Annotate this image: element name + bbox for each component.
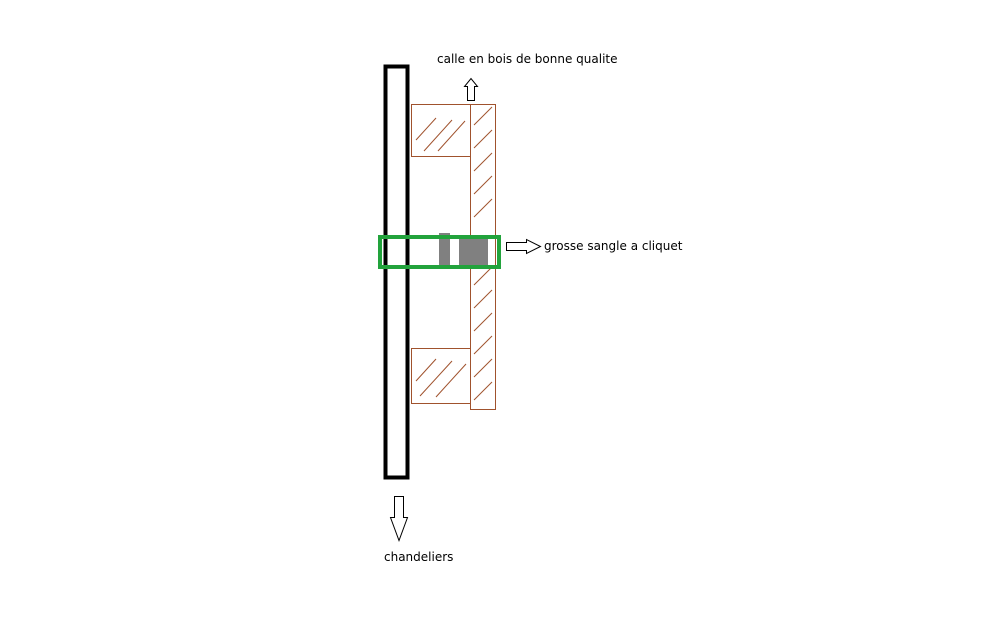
stanchion-post — [383, 64, 410, 480]
ratchet-buckle-small — [439, 233, 450, 267]
arrow-up-icon — [463, 77, 479, 101]
wood-wedge-top — [411, 104, 471, 157]
ratchet-strap — [378, 235, 501, 269]
arrow-down-icon — [389, 496, 409, 542]
wood-board-hatching — [473, 106, 493, 401]
wood-wedge-bottom-hatching — [415, 358, 467, 398]
ratchet-buckle-large — [459, 237, 488, 267]
post-label: chandeliers — [384, 550, 454, 564]
wedge-label: calle en bois de bonne qualite — [437, 52, 618, 66]
wood-wedge-bottom — [411, 348, 471, 404]
arrow-right-icon — [506, 238, 542, 255]
wood-wedge-top-hatching — [415, 117, 466, 152]
strap-label: grosse sangle a cliquet — [544, 239, 683, 253]
